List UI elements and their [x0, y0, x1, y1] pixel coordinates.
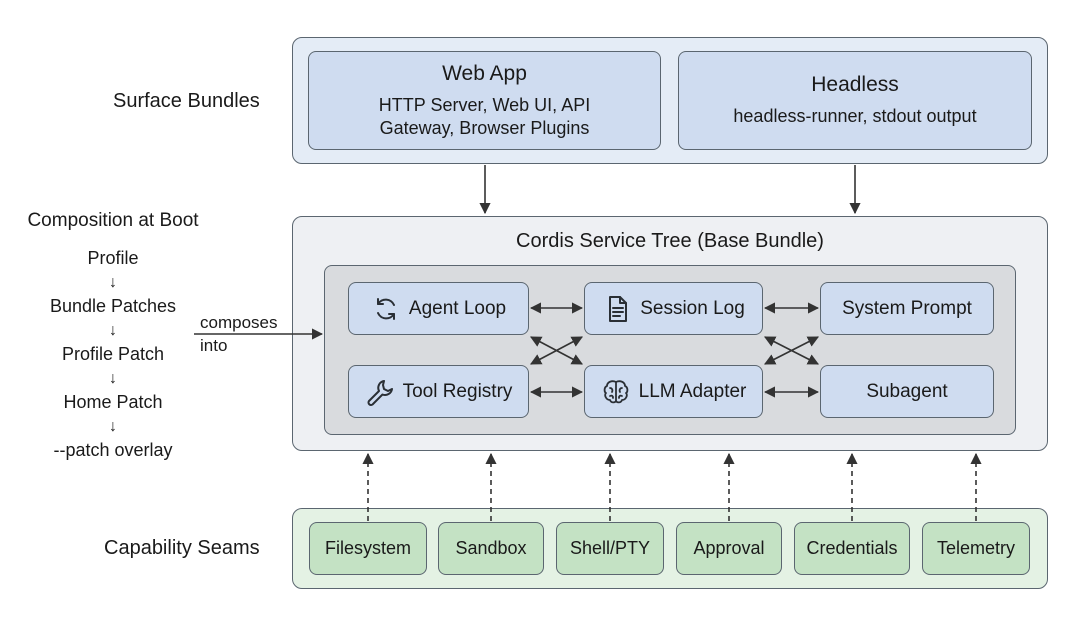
seam-shell-pty-label: Shell/PTY	[569, 538, 651, 558]
tool-registry-label: Tool Registry	[402, 380, 513, 402]
session-log-label: Session Log	[640, 297, 745, 319]
session-log-component: Session Log	[584, 282, 763, 335]
composition-step-profile-patch: Profile Patch	[61, 344, 165, 364]
seam-credentials: Credentials	[794, 522, 910, 575]
composition-step-home-patch: Home Patch	[63, 392, 163, 412]
loop-arrows-icon	[371, 294, 401, 324]
system-prompt-component: System Prompt	[820, 282, 994, 335]
seam-approval: Approval	[676, 522, 782, 575]
system-prompt-label: System Prompt	[842, 297, 972, 319]
step-arrow-icon: ↓	[109, 370, 117, 387]
composition-step-bundle-patches: Bundle Patches	[49, 296, 177, 316]
composition-step-patch-overlay: --patch overlay	[53, 440, 173, 460]
document-icon	[602, 294, 632, 324]
service-tree-title: Cordis Service Tree (Base Bundle)	[516, 230, 824, 252]
llm-adapter-component: LLM Adapter	[584, 365, 763, 418]
web-app-bundle: Web App HTTP Server, Web UI, API Gateway…	[308, 51, 661, 150]
seam-telemetry: Telemetry	[922, 522, 1030, 575]
seam-shell-pty: Shell/PTY	[556, 522, 664, 575]
into-label: into	[200, 335, 228, 355]
composition-title: Composition at Boot	[27, 210, 199, 231]
web-app-desc-line2: Gateway, Browser Plugins	[379, 117, 590, 138]
agent-loop-component: Agent Loop	[348, 282, 529, 335]
tool-registry-component: Tool Registry	[348, 365, 529, 418]
web-app-description: HTTP Server, Web UI, API Gateway, Browse…	[379, 94, 590, 139]
web-app-desc-line1: HTTP Server, Web UI, API	[378, 95, 591, 115]
composes-into-label: composes into	[200, 312, 277, 358]
step-arrow-icon: ↓	[109, 418, 117, 435]
row-label-capability-seams: Capability Seams	[104, 537, 260, 559]
subagent-label: Subagent	[866, 380, 948, 402]
composes-label: composes	[200, 313, 278, 332]
headless-bundle: Headless headless-runner, stdout output	[678, 51, 1032, 150]
web-app-title: Web App	[442, 62, 527, 85]
composition-step-profile: Profile	[87, 248, 139, 268]
seam-approval-label: Approval	[693, 538, 765, 558]
seam-filesystem: Filesystem	[309, 522, 427, 575]
step-arrow-icon: ↓	[109, 274, 117, 291]
brain-icon	[601, 377, 631, 407]
headless-title: Headless	[811, 73, 899, 97]
llm-adapter-label: LLM Adapter	[638, 380, 747, 402]
seam-filesystem-label: Filesystem	[324, 538, 411, 558]
seam-telemetry-label: Telemetry	[936, 538, 1016, 558]
row-label-surface-bundles: Surface Bundles	[113, 90, 260, 112]
seam-credentials-label: Credentials	[806, 538, 898, 558]
wrench-icon	[365, 377, 395, 407]
headless-description: headless-runner, stdout output	[733, 106, 977, 127]
step-arrow-icon: ↓	[109, 322, 117, 339]
agent-loop-label: Agent Loop	[408, 297, 507, 319]
seam-sandbox: Sandbox	[438, 522, 544, 575]
subagent-component: Subagent	[820, 365, 994, 418]
seam-sandbox-label: Sandbox	[455, 538, 527, 558]
